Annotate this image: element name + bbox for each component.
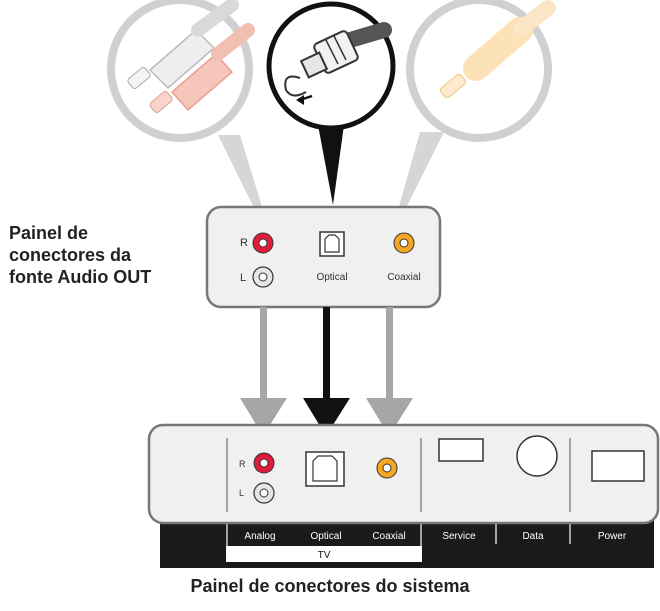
bar-label-optical: Optical (310, 531, 341, 542)
system-connector-panel: R L (147, 423, 660, 525)
source-optical-label: Optical (316, 272, 347, 283)
source-title-line-1: Painel de (9, 223, 89, 243)
system-l-label: L (239, 488, 244, 498)
source-red-rca-jack (252, 232, 274, 254)
bar-label-service: Service (442, 531, 476, 542)
source-panel-title: Painel de conectores da fonte Audio OUT (9, 222, 209, 288)
system-panel-caption: Painel de conectores do sistema (190, 576, 470, 596)
source-connector-panel: R L Optical Coaxial (205, 205, 442, 309)
source-coaxial-label: Coaxial (387, 272, 420, 283)
source-coaxial-jack (393, 232, 415, 254)
source-r-label: R (240, 237, 248, 249)
system-white-rca-jack (253, 482, 275, 504)
system-optical-port (305, 451, 345, 487)
source-optical-port (319, 231, 345, 257)
optical-arrow (303, 307, 350, 436)
system-red-rca-jack (253, 452, 275, 474)
bar-group-label-tv: TV (318, 550, 331, 561)
coaxial-arrow (366, 307, 413, 436)
system-coaxial-jack (376, 457, 398, 479)
optical-callout (266, 1, 396, 205)
bar-label-coaxial: Coaxial (372, 531, 405, 542)
optical-cable-icon (284, 22, 392, 105)
coaxial-callout (398, 0, 556, 210)
analog-arrow (240, 307, 287, 436)
power-port (591, 450, 645, 482)
bar-label-analog: Analog (244, 531, 275, 542)
source-title-line-3: fonte Audio OUT (9, 267, 152, 287)
source-l-label: L (240, 272, 246, 284)
data-port (516, 435, 558, 477)
source-title-line-2: conectores da (9, 245, 132, 265)
coaxial-cable-icon (439, 0, 556, 99)
service-port (438, 438, 484, 462)
system-r-label: R (239, 459, 246, 469)
bar-label-power: Power (598, 531, 627, 542)
analog-callout (107, 0, 263, 210)
rca-cable-icon (127, 0, 255, 113)
source-white-rca-jack (252, 266, 274, 288)
bar-label-data: Data (522, 531, 544, 542)
